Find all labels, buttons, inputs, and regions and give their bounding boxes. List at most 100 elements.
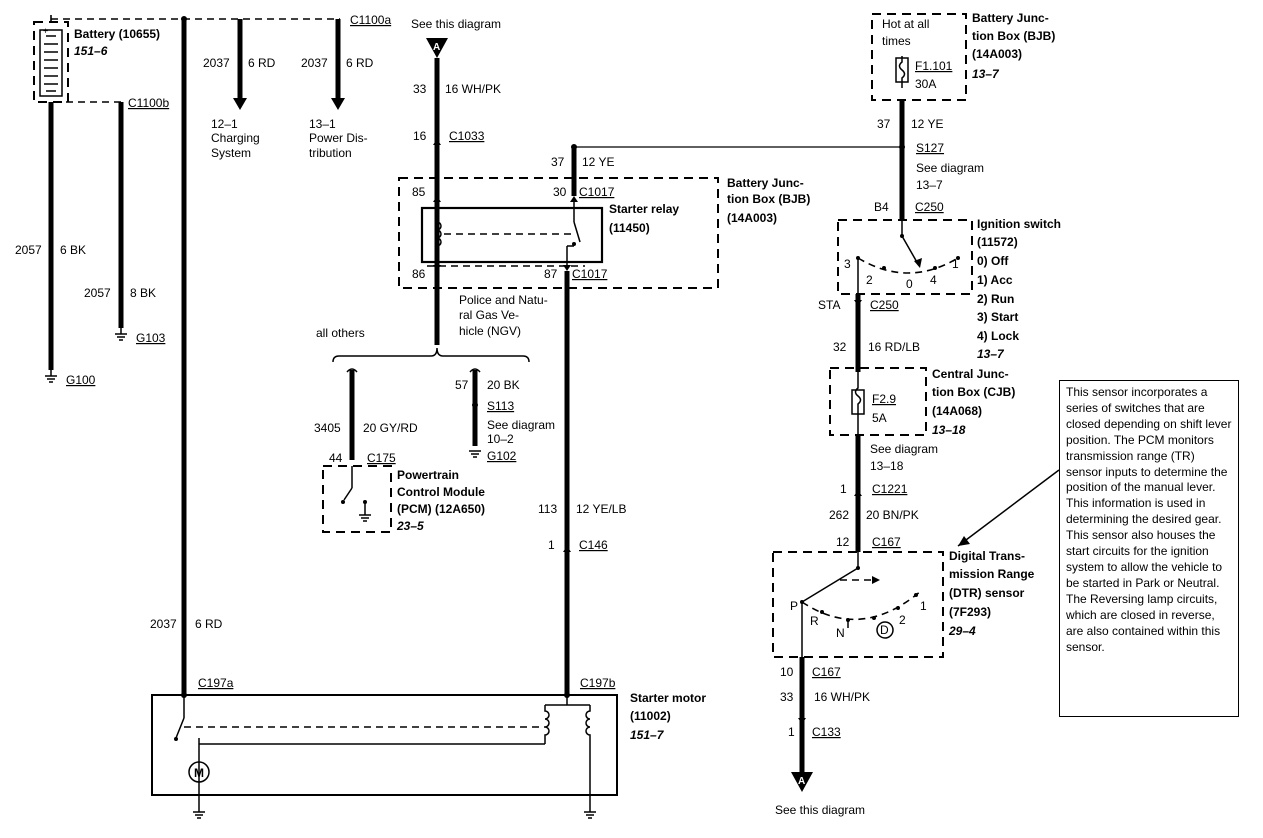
dtr-title-4: (7F293) (949, 605, 991, 619)
pin-87: 87 (544, 267, 558, 281)
starter-motor-title: Starter motor (630, 691, 706, 705)
dtr-title-3: (DTR) sensor (949, 586, 1025, 600)
ground-g102-icon (469, 450, 481, 458)
s113-label: S113 (487, 399, 514, 413)
wire-2037b-number: 2037 (301, 56, 328, 70)
wire-2057b-number: 2057 (84, 286, 111, 300)
c167-top-label: C167 (872, 535, 901, 549)
cjb-see: See diagram (870, 442, 938, 456)
bjb-left-title-3: (14A003) (727, 211, 777, 225)
wire-2057b-color: 8 BK (130, 286, 156, 300)
ign-contact-0: 0 (906, 277, 913, 291)
c197b-label: C197b (580, 676, 616, 690)
pin-30: 30 (553, 185, 567, 199)
c1017-bottom-label: C1017 (572, 267, 608, 281)
wire-37-right-number: 37 (877, 117, 891, 131)
connector-a-top-icon: A (426, 38, 448, 58)
cjb-ref: 13–18 (932, 423, 966, 437)
police-note-1: Police and Natu- (459, 293, 548, 307)
wire-262-number: 262 (829, 508, 849, 522)
wire-3405-number: 3405 (314, 421, 341, 435)
ground-g100-icon (45, 370, 57, 383)
police-note-2: ral Gas Ve- (459, 308, 519, 322)
dtr-contact-1: 1 (920, 599, 927, 613)
s127-label: S127 (916, 141, 944, 155)
c146-pin: 1 (548, 538, 555, 552)
charging-label-2: System (211, 146, 251, 160)
wire-33-number: 33 (413, 82, 427, 96)
pcm-ref: 23–5 (396, 519, 424, 533)
battery: + Battery (10655) 151–6 (33, 21, 160, 103)
motor-icon (188, 761, 210, 783)
wire-37-mid-number: 37 (551, 155, 565, 169)
power-dist-label-1: Power Dis- (309, 131, 368, 145)
ign-pos-acc: 1) Acc (977, 273, 1013, 287)
c133-pin: 1 (788, 725, 795, 739)
power-dist-label-2: tribution (309, 146, 352, 160)
dtr-contact-n: N (836, 626, 845, 640)
c1033-pin: 16 (413, 129, 427, 143)
c133-label: C133 (812, 725, 841, 739)
c175-label: C175 (367, 451, 396, 465)
c1033-label: C1033 (449, 129, 485, 143)
bjb-relay-box: 85 30 C1017 86 87 C1017 Starter relay (1… (398, 176, 810, 289)
bjb-top-title-1: Battery Junc- (972, 11, 1049, 25)
ign-pos-off: 0) Off (977, 254, 1009, 268)
wire-57-color: 20 BK (487, 378, 520, 392)
police-note-3: hicle (NGV) (459, 324, 521, 338)
bjb-left-title-1: Battery Junc- (727, 176, 804, 190)
dtr-ref: 29–4 (948, 624, 976, 638)
starter-relay-part: (11450) (609, 221, 650, 235)
fuse-f2-9: F2.9 (872, 392, 896, 406)
ignition-title: Ignition switch (977, 217, 1061, 231)
c146-label: C146 (579, 538, 608, 552)
power-dist-ref: 13–1 (309, 117, 336, 131)
option-bracket (332, 347, 530, 363)
dtr-sensor: P R N D 2 1 (772, 551, 944, 658)
bjb-top-title-3: (14A003) (972, 47, 1022, 61)
wire-32-number: 32 (833, 340, 847, 354)
hot-at-all-times-2: times (882, 34, 911, 48)
motor-symbol: M (194, 766, 204, 780)
wire-2037c-color: 6 RD (195, 617, 223, 631)
dtr-contact-p: P (790, 599, 798, 613)
ign-contact-4: 4 (930, 273, 937, 287)
dtr-title-2: mission Range (949, 567, 1035, 581)
pin-85: 85 (412, 185, 426, 199)
s113-ref: 10–2 (487, 432, 514, 446)
battery-title: Battery (10655) (74, 27, 160, 41)
wire-37-right-color: 12 YE (911, 117, 943, 131)
ign-pos-lock: 4) Lock (977, 329, 1019, 343)
cjb-title-1: Central Junc- (932, 367, 1009, 381)
wire-3405-color: 20 GY/RD (363, 421, 418, 435)
dtr-description-text: This sensor incorporates a series of swi… (1066, 385, 1232, 654)
wire-37-mid-color: 12 YE (582, 155, 614, 169)
wire-57-number: 57 (455, 378, 469, 392)
wire-2057a-color: 6 BK (60, 243, 86, 257)
cjb-title-2: tion Box (CJB) (932, 385, 1015, 399)
pcm-title-3: (PCM) (12A650) (397, 502, 485, 516)
ign-pos-run: 2) Run (977, 292, 1014, 306)
ignition-ref: 13–7 (977, 347, 1005, 361)
charging-ref: 12–1 (211, 117, 238, 131)
fuse-f1-101-amps: 30A (915, 77, 936, 91)
svg-text:A: A (433, 42, 440, 53)
dtr-contact-2: 2 (899, 613, 906, 627)
c250-bottom-label: C250 (870, 298, 899, 312)
wire-33b-color: 16 WH/PK (814, 690, 870, 704)
hot-at-all-times-1: Hot at all (882, 17, 929, 31)
top-see-diagram: See this diagram (411, 17, 501, 31)
svg-text:+: + (43, 26, 48, 36)
fuse-f1-101: F1.101 (915, 59, 953, 73)
bjb-fuse-box: Hot at all times F1.101 30A (871, 13, 967, 101)
dtr-contact-r: R (810, 614, 819, 628)
bjb-left-title-2: tion Box (BJB) (727, 192, 810, 206)
wire-262-color: 20 BN/PK (866, 508, 919, 522)
ign-pos-start: 3) Start (977, 310, 1018, 324)
wire-2057a-number: 2057 (15, 243, 42, 257)
cjb-title-3: (14A068) (932, 404, 982, 418)
c197a-label: C197a (198, 676, 234, 690)
ign-contact-1: 1 (952, 257, 959, 271)
drive-indicator-icon (876, 621, 894, 639)
